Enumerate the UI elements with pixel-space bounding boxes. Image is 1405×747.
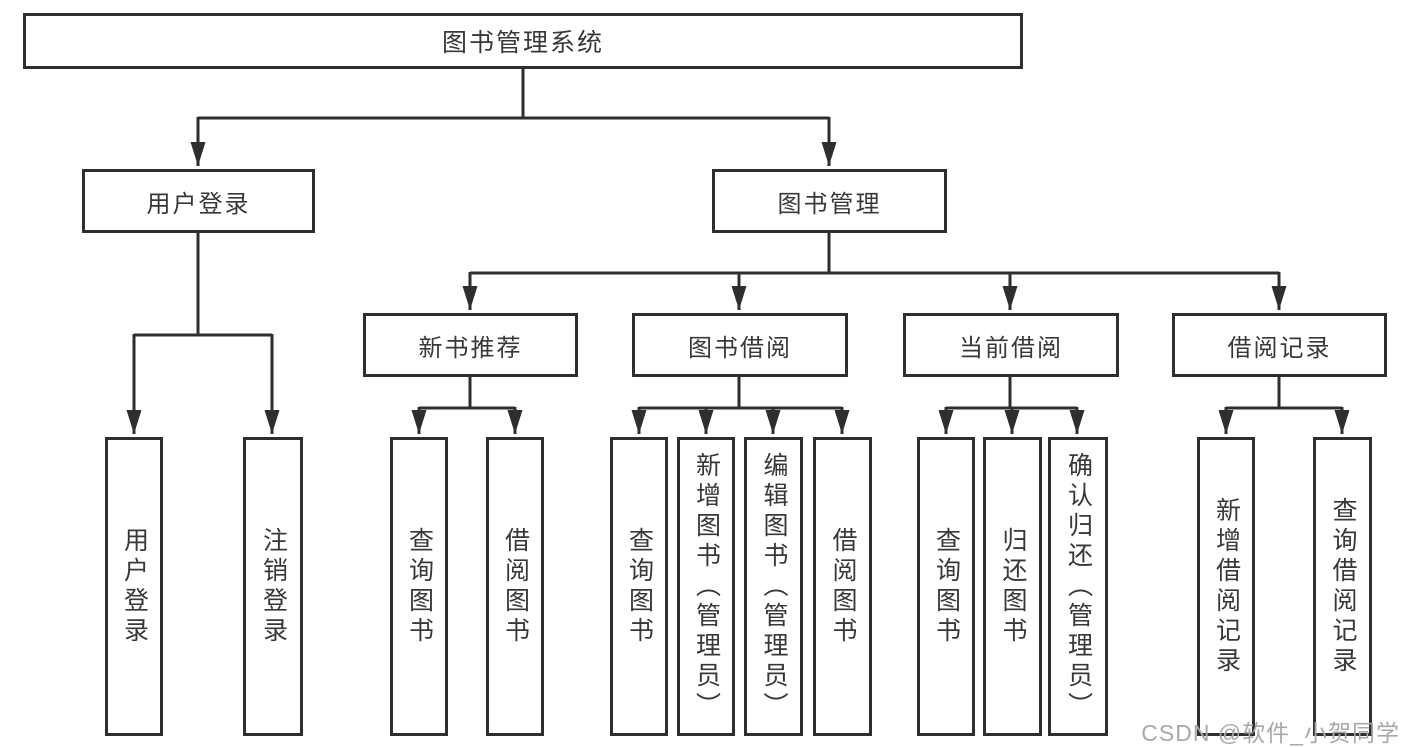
leaf-query-borrow-record: 查询借阅记录 <box>1313 437 1372 736</box>
leaf-edit-book-admin: 编辑图书（管理员） <box>744 437 803 736</box>
leaf-user-login: 用户登录 <box>105 437 163 736</box>
leaf-label: 查询图书 <box>932 526 961 647</box>
node-current-borrow: 当前借阅 <box>903 313 1119 377</box>
node-label: 图书借阅 <box>688 334 792 362</box>
leaf-borrow-books: 借阅图书 <box>813 437 872 736</box>
node-label: 图书管理系统 <box>441 29 604 57</box>
leaf-confirm-return-admin: 确认归还（管理员） <box>1048 437 1108 736</box>
leaf-add-borrow-record: 新增借阅记录 <box>1197 437 1255 736</box>
csdn-watermark: CSDN @软件_小贺同学 <box>1141 720 1400 746</box>
node-label: 图书管理 <box>777 190 882 218</box>
leaf-add-book-admin: 新增图书（管理员） <box>677 437 735 736</box>
leaf-label: 确认归还（管理员） <box>1064 451 1093 722</box>
node-label: 新书推荐 <box>418 334 523 362</box>
leaf-label: 注销登录 <box>259 526 288 647</box>
leaf-label: 查询图书 <box>405 526 434 647</box>
node-book-management: 图书管理 <box>712 169 947 233</box>
node-user-login: 用户登录 <box>82 169 315 233</box>
node-new-book-recommend: 新书推荐 <box>363 313 578 377</box>
leaf-label: 新增借阅记录 <box>1212 496 1241 677</box>
leaf-label: 新增图书（管理员） <box>692 451 721 722</box>
node-borrow-records: 借阅记录 <box>1172 313 1387 377</box>
node-label: 用户登录 <box>146 190 251 218</box>
node-book-borrow: 图书借阅 <box>632 313 848 377</box>
leaf-label: 用户登录 <box>120 526 149 647</box>
leaf-return-book: 归还图书 <box>983 437 1042 736</box>
leaf-label: 查询图书 <box>625 526 654 647</box>
leaf-label: 归还图书 <box>999 526 1027 647</box>
leaf-query-books: 查询图书 <box>610 437 668 736</box>
leaf-label: 编辑图书（管理员） <box>760 451 788 722</box>
leaf-logout-login: 注销登录 <box>243 437 303 736</box>
node-label: 借阅记录 <box>1227 334 1332 362</box>
leaf-label: 查询借阅记录 <box>1329 496 1357 677</box>
leaf-borrow-books: 借阅图书 <box>486 437 544 736</box>
leaf-query-books: 查询图书 <box>390 437 448 736</box>
leaf-label: 借阅图书 <box>829 526 857 647</box>
leaf-query-books: 查询图书 <box>917 437 975 736</box>
leaf-label: 借阅图书 <box>501 526 530 647</box>
node-label: 当前借阅 <box>959 334 1063 362</box>
node-library-system: 图书管理系统 <box>23 13 1023 69</box>
